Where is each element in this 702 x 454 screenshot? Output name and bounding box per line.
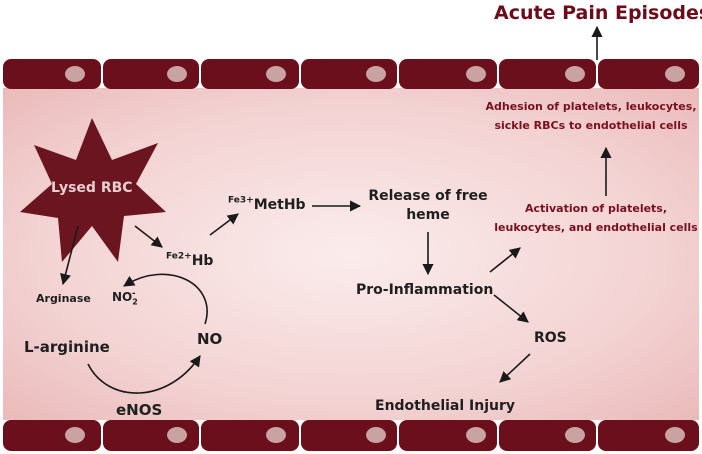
arrow-to-ros: [493, 294, 529, 323]
cell-nucleus: [665, 66, 685, 82]
release-heme-label: Release of free heme: [366, 187, 490, 225]
no2-label: NO2-: [112, 289, 142, 306]
methb-name: MetHb: [253, 197, 306, 213]
arginase-label: Arginase: [36, 292, 91, 305]
cell-nucleus: [266, 427, 286, 443]
arrow-hb-to-methb: [209, 213, 239, 236]
cell-nucleus: [65, 66, 85, 82]
arrow-ros-to-injury: [499, 353, 531, 383]
cell-nucleus: [167, 427, 187, 443]
activation-label: Activation of platelets, leukocytes, and…: [493, 199, 699, 237]
no2-base: NO: [112, 290, 133, 304]
cell-nucleus: [65, 427, 85, 443]
arrow-to-activation: [489, 247, 521, 273]
cell-nucleus: [665, 427, 685, 443]
adhesion-line2: sickle RBCs to endothelial cells: [494, 119, 688, 132]
cell-nucleus: [565, 427, 585, 443]
cell-nucleus: [366, 427, 386, 443]
release-heme-line2: heme: [406, 207, 450, 223]
cell-nucleus: [466, 66, 486, 82]
release-heme-line1: Release of free: [368, 188, 488, 204]
no-label: NO: [197, 330, 223, 348]
pro-inflammation-label: Pro-Inflammation: [356, 282, 494, 298]
cell-nucleus: [266, 66, 286, 82]
methb-label: Fe3+MetHb: [228, 194, 306, 213]
arrow-no-to-no2: [123, 273, 208, 325]
cell-nucleus: [466, 427, 486, 443]
hb-label: Fe2+Hb: [166, 250, 213, 269]
endothelial-cell: [399, 59, 497, 89]
activation-line1: Activation of platelets,: [524, 202, 668, 215]
cell-nucleus: [366, 66, 386, 82]
cell-nucleus: [565, 66, 585, 82]
cell-nucleus: [167, 66, 187, 82]
top-vessel-wall: [3, 59, 699, 89]
endothelial-cell: [3, 420, 101, 451]
arrow-arginine-to-no: [87, 355, 201, 394]
endothelial-cell: [3, 59, 101, 89]
bottom-vessel-wall: [3, 420, 699, 451]
adhesion-label: Adhesion of platelets, leukocytes, sickl…: [485, 97, 697, 135]
lysed-rbc-star: [20, 118, 166, 262]
endothelial-injury-label: Endothelial Injury: [375, 398, 516, 414]
vessel-lumen: [3, 88, 699, 420]
activation-line2: leukocytes, and endothelial cells: [494, 221, 698, 234]
ros-label: ROS: [534, 330, 567, 346]
diagram-title: Acute Pain Episodes: [494, 2, 702, 24]
methb-oxidation-state: Fe3+: [228, 195, 254, 206]
hb-name: Hb: [191, 253, 214, 269]
hb-oxidation-state: Fe2+: [166, 251, 192, 262]
adhesion-line1: Adhesion of platelets, leukocytes,: [485, 100, 697, 113]
enos-label: eNOS: [116, 401, 163, 419]
no2-subscript: 2: [132, 297, 138, 307]
arrow-rbc-to-hb: [134, 225, 163, 248]
l-arginine-label: L-arginine: [24, 338, 110, 356]
arrow-rbc-to-arginase: [60, 225, 79, 286]
no2-superscript: -: [131, 289, 136, 299]
lysed-rbc-label: Lysed RBC: [51, 180, 133, 196]
